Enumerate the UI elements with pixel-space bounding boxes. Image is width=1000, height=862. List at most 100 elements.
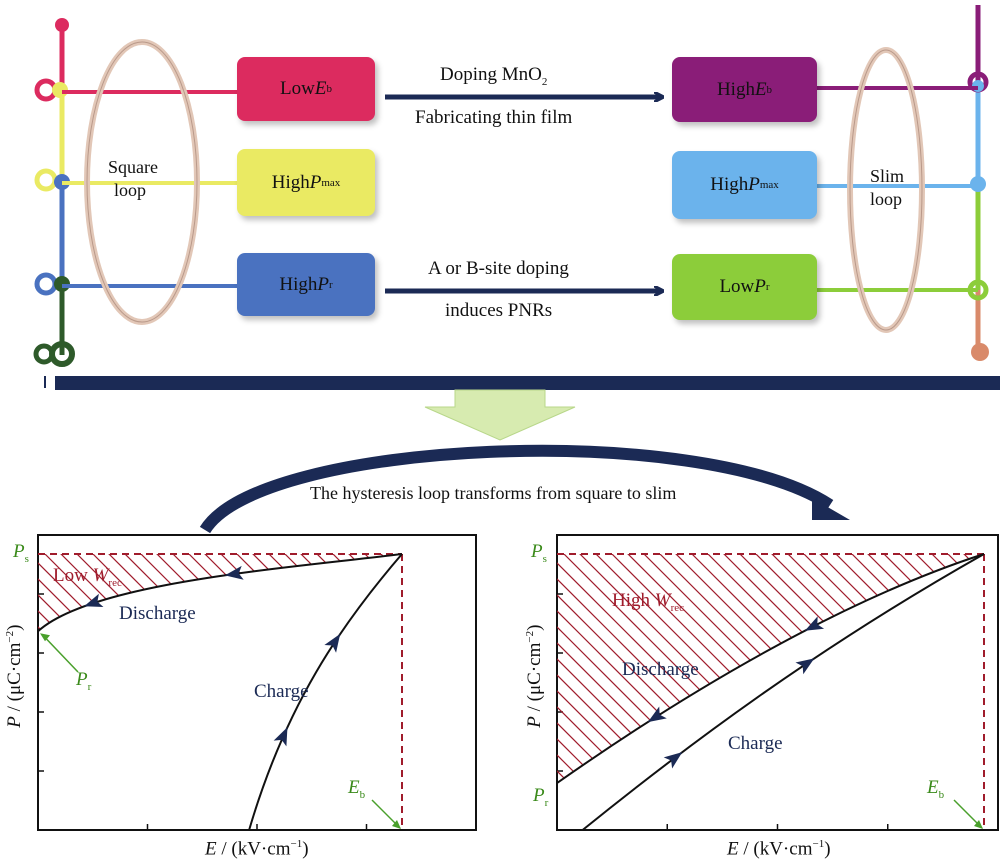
chart1-discharge-label: Discharge [119,603,196,624]
chart1-hatch-line [442,535,742,835]
chart1-hatch-line [426,535,726,835]
chart1-hatch-line [410,535,710,835]
chart1-hatch-line [265,554,402,632]
chart2-hatch-line [592,554,894,784]
chart1-hatch-line [89,554,391,632]
chart2-ylabel: P / (μC·cm−2) [523,624,546,728]
chart2-charge-arrow [663,752,683,769]
chart1-hatch-line [105,554,402,632]
chart2-hatch-line [752,554,984,784]
chart2-hatch-line [848,554,984,784]
chart1-hatch-line [38,554,295,632]
chart1-charge-label: Charge [254,681,309,702]
divider-bar [55,376,1000,390]
chart2-hatch-line [560,554,862,784]
chart1-charge-arrow [324,633,341,653]
chart2-charge-curve [581,553,985,831]
chart2-area-label: High Wrec [612,590,685,614]
chart1-hatch-line [185,554,402,632]
chart2-hatch-line [557,554,798,784]
chart2-pr-label: Pr [533,785,549,809]
chart1-discharge-arrow [224,565,244,580]
chart2-hatch-line [816,554,984,784]
chart1-pr-label: Pr [76,669,92,693]
chart1-hatch-line [361,554,402,632]
chart2-eb-pointer-head [974,820,983,829]
chart2-hatch-line [557,554,750,784]
chart2-discharge-label: Discharge [622,659,699,680]
induces-pnrs-label: induces PNRs [445,300,553,321]
chart1-hatch-line [329,554,402,632]
left-red-node-top [55,18,69,32]
chart1-hatch-line [297,554,402,632]
chart1-hatch-line [38,554,311,632]
chart1-hatch-line [57,554,359,632]
chart1-hatch-line [506,535,806,835]
chart2-hatch-line [800,554,984,784]
chart2-hatch-line [557,554,782,784]
chart1-pr-pointer-head [40,633,50,642]
chart1-hatch-line [169,554,402,632]
chart1-hatch-line [345,554,402,632]
chart1-eb-pointer-head [392,820,401,829]
chart2-discharge-curve [556,553,985,784]
chart2-hatch-line [557,554,638,784]
chart1-eb-label: Eb [348,777,366,801]
chart2-hatch-line [640,554,942,784]
chart1-discharge-arrow [84,593,104,608]
chart2-eb-label: Eb [927,777,945,801]
site-doping-label: A or B-site doping [428,258,569,279]
chart1-hatch-line [458,535,758,835]
chart1-discharge-curve [37,553,403,633]
down-arrow [424,389,576,441]
chart2-hatch-line [557,554,846,784]
chart1-hatch-line [73,554,375,632]
chart1-hatch-line [38,554,327,632]
chart2-charge-label: Charge [728,733,783,754]
transform-caption: The hysteresis loop transforms from squa… [310,483,677,503]
chart2-hatch-line [944,554,984,784]
right-orange-node [971,343,989,361]
chart2-hatch-line [557,554,830,784]
doping-mno2-label: Doping MnO2 [440,64,548,88]
chart1-hatch-area [38,535,806,835]
chart2-hatch-line [576,554,878,784]
chart2-hatch-line [557,554,766,784]
chart1-area-label: Low Wrec [53,565,122,589]
transform-curved-arrow [199,444,834,534]
chart2-hatch-line [557,554,734,784]
chart1-hatch-line [38,554,279,632]
chart2-hatch-line [608,554,910,784]
chart2-hatch-line [960,554,984,784]
chart1-ylabel: P / (μC·cm−2) [3,624,26,728]
fabricating-thin-film-label: Fabricating thin film [415,107,573,128]
chart2-hatch-line [557,554,622,784]
chart1-hatch-line [41,554,343,632]
chart2-hatch-line [720,554,984,784]
chart1-ps-label: Ps [13,541,29,565]
chart2-hatch-line [557,554,670,784]
chart2-hatch-line [832,554,984,784]
chart2-hatch-line [557,554,654,784]
chart2-hatch-line [784,554,984,784]
chart1-pr-pointer [41,633,79,673]
chart1-hatch-line [474,535,774,835]
chart2-ps-label: Ps [531,541,547,565]
chart2-charge-arrow [795,658,815,675]
chart2-hatch-line [704,554,984,784]
chart2-discharge-arrow [804,616,825,631]
chart2-hatch-line [557,554,718,784]
chart1-hatch-line [38,554,247,632]
chart2-hatch-line [557,554,702,784]
chart2-hatch-line [976,554,984,784]
chart2-xlabel: E / (kV·cm−1) [727,838,831,860]
